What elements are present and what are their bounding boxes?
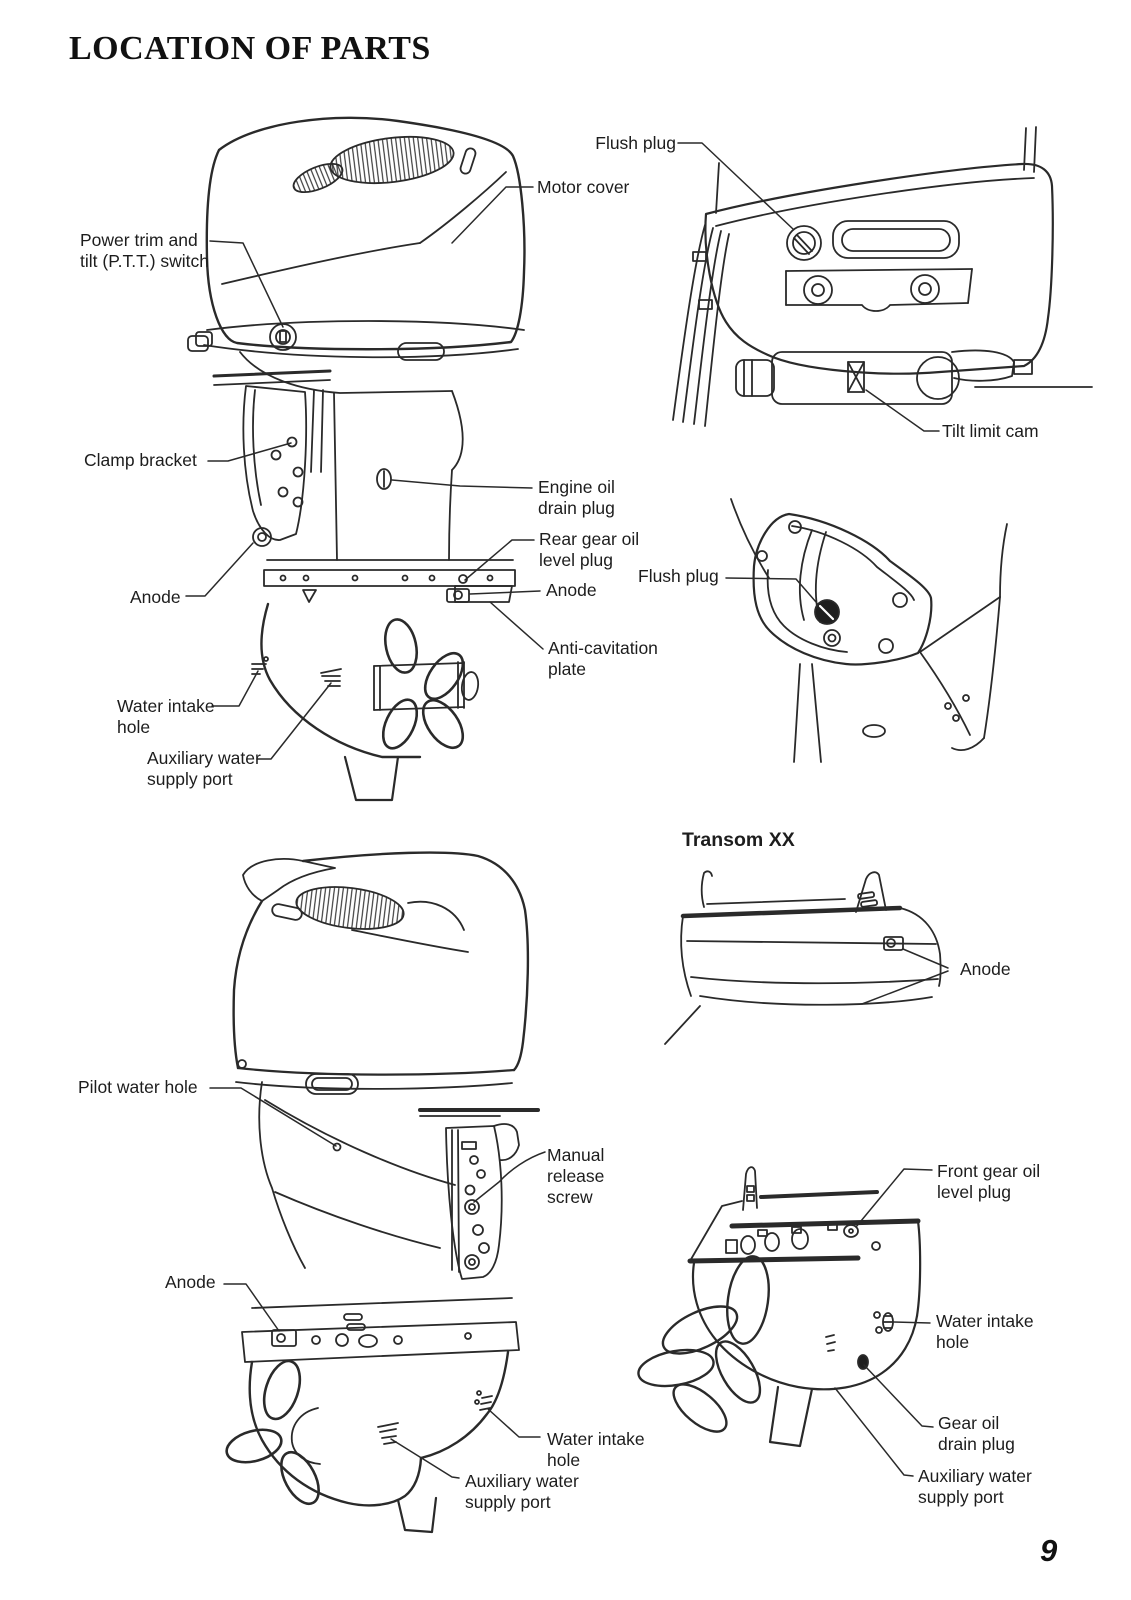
- label-tilt-limit-cam: Tilt limit cam: [942, 421, 1039, 441]
- leader-lines: [185, 142, 949, 1479]
- fig-transom-midsection: [664, 870, 942, 1045]
- label-water-intake-hole-1: Water intake hole: [117, 696, 215, 737]
- label-motor-cover: Motor cover: [537, 177, 630, 197]
- fig-outboard-port: [225, 851, 540, 1534]
- fig-lower-unit-dual-prop: [637, 1166, 922, 1448]
- label-clamp-bracket: Clamp bracket: [84, 450, 197, 470]
- fig-swivel-bracket: [730, 498, 1008, 763]
- label-engine-oil-drain-plug: Engine oil drain plug: [538, 477, 615, 518]
- label-gear-oil-drain-plug: Gear oil drain plug: [938, 1413, 1015, 1454]
- page-title: LOCATION OF PARTS: [69, 30, 431, 67]
- label-aux-water-supply-port-1: Auxiliary water supply port: [147, 748, 261, 789]
- fig-bottom-cowling-rear: [672, 126, 1093, 427]
- label-flush-plug-top: Flush plug: [595, 133, 676, 153]
- label-manual-release-screw: Manual release screw: [547, 1145, 605, 1207]
- label-power-trim-tilt-switch: Power trim and tilt (P.T.T.) switch: [80, 230, 210, 271]
- label-aux-water-supply-port-3: Auxiliary water supply port: [918, 1466, 1032, 1507]
- label-water-intake-hole-3: Water intake hole: [936, 1311, 1034, 1352]
- label-anode-transom: Anode: [960, 959, 1011, 979]
- label-water-intake-hole-2: Water intake hole: [547, 1429, 645, 1470]
- label-rear-gear-oil-level-plug: Rear gear oil level plug: [539, 529, 640, 570]
- label-flush-plug-mid: Flush plug: [638, 566, 719, 586]
- page-number: 9: [1040, 1533, 1058, 1568]
- label-aux-water-supply-port-2: Auxiliary water supply port: [465, 1471, 579, 1512]
- label-anode-front: Anode: [130, 587, 181, 607]
- fig-outboard-starboard: [187, 116, 526, 802]
- label-front-gear-oil-level-plug: Front gear oil level plug: [937, 1161, 1041, 1202]
- label-anode-bottom-left: Anode: [165, 1272, 216, 1292]
- heading-transom-xx: Transom XX: [682, 829, 795, 851]
- label-pilot-water-hole: Pilot water hole: [78, 1077, 198, 1097]
- label-anti-cavitation-plate: Anti-cavitation plate: [548, 638, 658, 679]
- label-anode-rear: Anode: [546, 580, 597, 600]
